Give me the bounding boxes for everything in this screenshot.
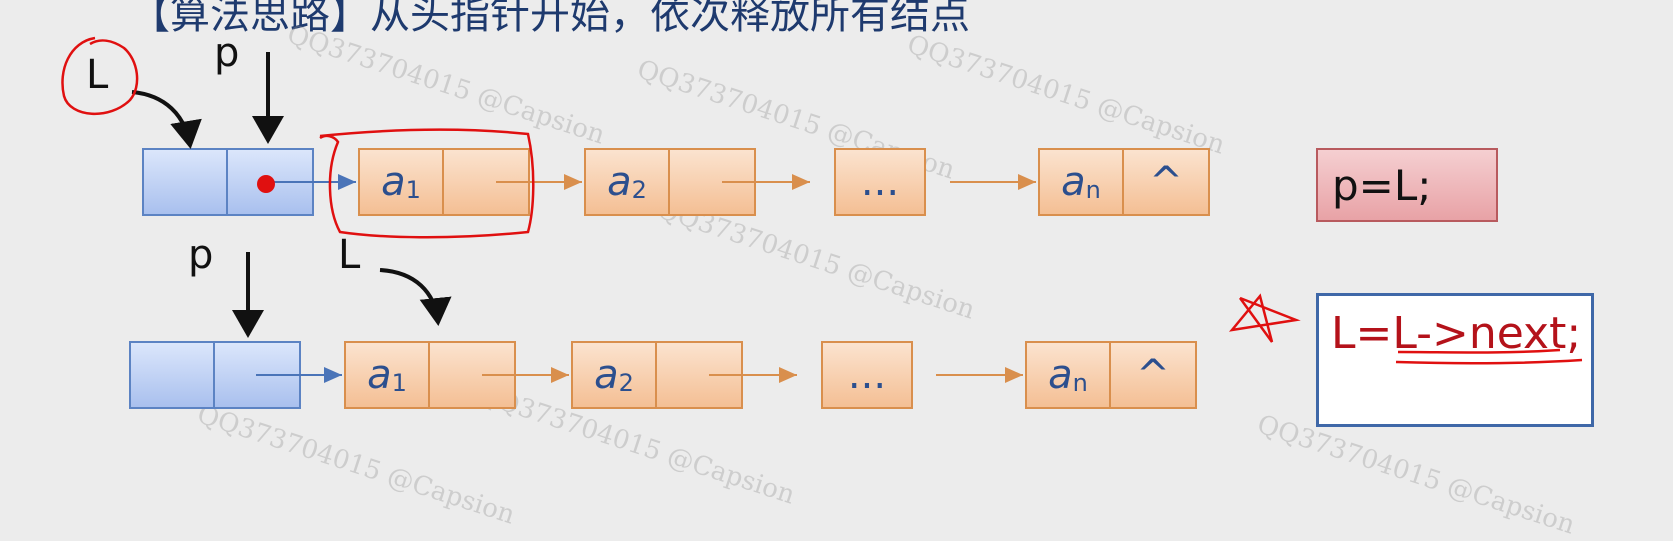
null-cell: ^ bbox=[1111, 341, 1197, 409]
row2-label-p: p bbox=[188, 232, 214, 278]
annotation-dot bbox=[257, 175, 275, 193]
annotation-star bbox=[1228, 293, 1301, 343]
pointer-arrow-L bbox=[379, 268, 452, 326]
next-cell bbox=[670, 148, 756, 216]
pointer-arrow-L bbox=[131, 90, 202, 149]
head-data-cell bbox=[129, 341, 215, 409]
null-cell: ^ bbox=[1124, 148, 1210, 216]
annotation-circle-L bbox=[61, 36, 139, 115]
row1-label-p: p bbox=[214, 30, 240, 76]
head-data-cell bbox=[142, 148, 228, 216]
row1-node-ellipsis: ... bbox=[834, 148, 926, 216]
row1-label-L: L bbox=[86, 52, 109, 98]
annotation-underline bbox=[1395, 348, 1583, 365]
page-title: 【算法思路】从头指针开始，依次释放所有结点 bbox=[130, 0, 970, 38]
row2-label-L: L bbox=[338, 232, 361, 278]
diagram-overlay bbox=[61, 36, 1583, 383]
data-cell: ... bbox=[834, 148, 926, 216]
annotation-loop-a1 bbox=[319, 128, 535, 239]
data-cell: ... bbox=[821, 341, 913, 409]
row2-node-ellipsis: ... bbox=[821, 341, 913, 409]
code-step-1: p=L; bbox=[1316, 148, 1498, 222]
